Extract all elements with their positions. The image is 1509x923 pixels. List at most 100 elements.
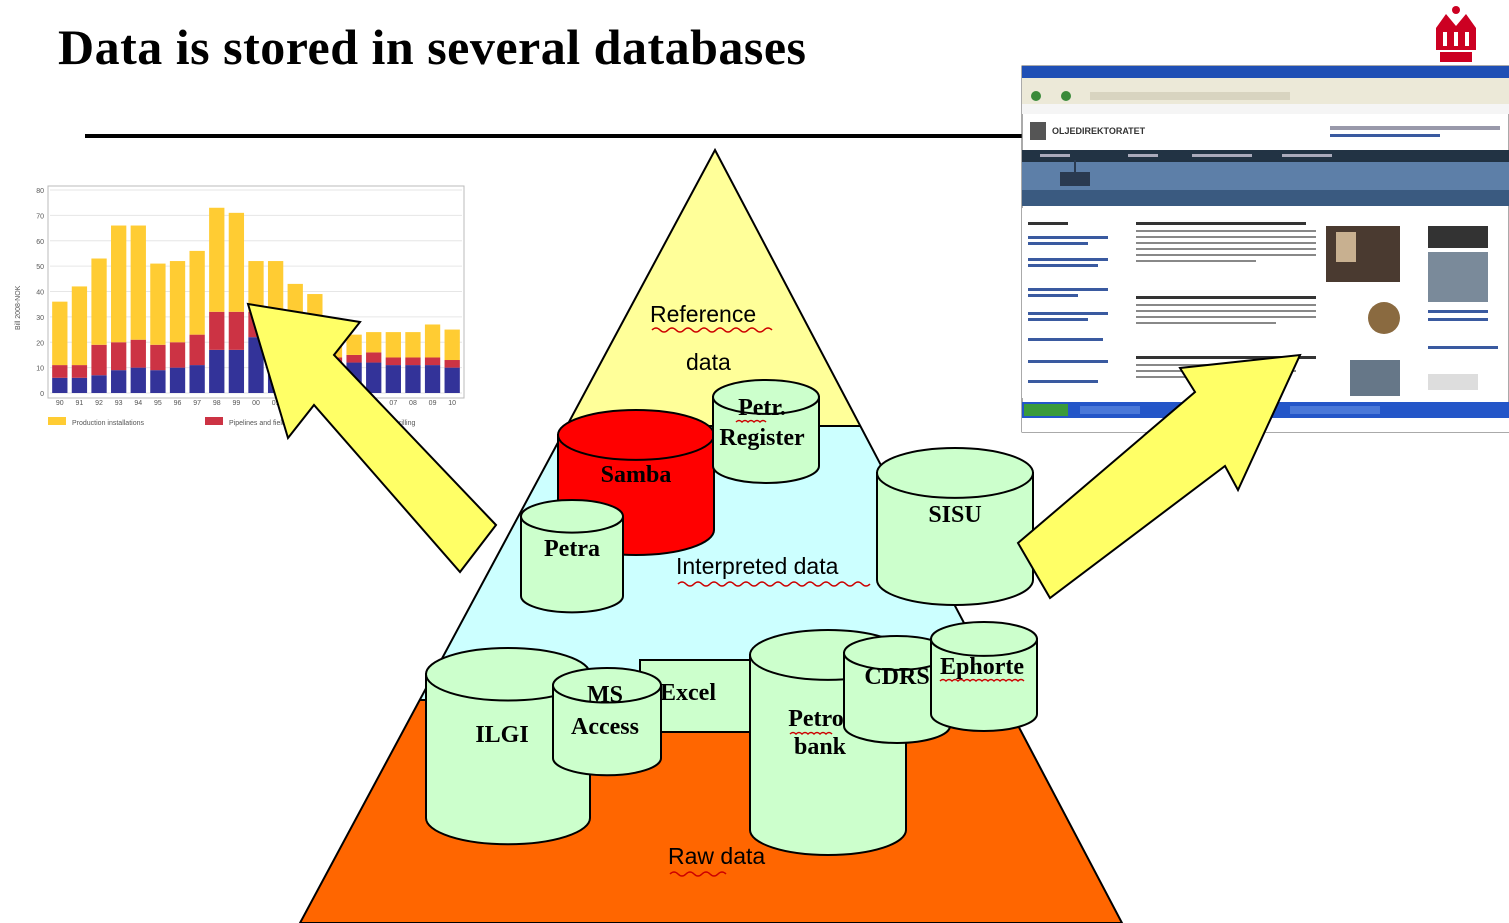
chart-bar [169,342,186,368]
chart-bar [91,375,107,393]
chart-bar [405,332,421,358]
chart-legend-swatch [48,417,66,425]
petr-register-label: Register [719,425,805,451]
chart-bar [189,250,205,335]
chart-bar [209,349,225,393]
chart-xtick-label: 07 [389,400,397,407]
chart-xtick-label: 10 [448,400,456,407]
chart-xtick-label: 92 [95,400,103,407]
chart-bar [130,339,146,368]
raw-label: Raw data [668,843,765,869]
chart-bar [444,360,460,368]
petrobank-label: bank [794,734,847,760]
ephorte-label: Ephorte [940,654,1024,680]
chart-bar [52,301,68,366]
chart-xtick-label: 01 [272,400,280,407]
chart-ytick-label: 30 [36,315,44,322]
chart-bar [366,332,382,353]
cdrs-label: CDRS [864,664,929,690]
chart-xtick-label: 08 [409,400,417,407]
cdrs-database: CDRS [843,635,951,744]
chart-ytick-label: 20 [36,340,44,347]
chart-legend-label: Drilling [394,420,416,427]
chart-bar [424,324,441,358]
chart-xtick-label: 94 [134,400,142,407]
petrobank-label: Petro- [788,706,852,732]
crown-logo-icon [1436,6,1476,62]
samba-label: Samba [601,462,672,488]
chart-bar [150,344,166,371]
chart-bar [130,225,146,340]
petra-database: Petra [520,499,624,614]
chart-xtick-label: 99 [232,400,240,407]
ilgi-label: ILGI [475,722,528,748]
chart-bar [91,344,107,376]
chart-bar [405,365,421,393]
chart-bar [71,365,88,378]
chart-bar [52,365,68,378]
chart-bar [385,365,401,393]
chart-bar [385,332,401,358]
chart-bar [424,365,441,393]
chart-ytick-label: 70 [36,213,44,220]
chart-bar [91,258,107,345]
interpreted-label: Interpreted data [676,553,839,579]
ms-access-label: MS [587,682,623,708]
chart-bar [150,263,166,345]
chart-xtick-label: 98 [213,400,221,407]
ms-access-database: MS Access [552,667,662,777]
petr-register-label: Petr. [738,395,786,421]
ephorte-database: Ephorte [930,621,1038,732]
chart-bar [111,370,127,393]
ilgi-database: ILGI [425,647,591,846]
chart-ylabel: Bill 2008-NOK [15,285,22,330]
chart-bar [248,261,264,312]
chart-bar [346,354,362,363]
chart-xtick-label: 91 [76,400,84,407]
sisu-label: SISU [928,502,981,528]
chart-bar [228,349,245,393]
chart-bar [189,334,205,366]
chart-xtick-label: 96 [174,400,182,407]
chart-bar [444,367,460,393]
chart-bar [366,362,382,393]
chart-bar [169,261,186,343]
website-brand: OLJEDIREKTORATET [1052,126,1146,136]
chart-bar [209,311,225,350]
reference-label-2: data [686,349,731,375]
sisu-database: SISU [876,447,1034,606]
chart-xtick-label: 95 [154,400,162,407]
petr-register-database: Petr. Register [712,379,820,484]
chart-bar [444,329,460,361]
chart-xtick-label: 97 [193,400,201,407]
chart-bar [228,212,245,312]
chart-bar [385,357,401,366]
chart-bar [424,357,441,366]
chart-ytick-label: 50 [36,264,44,271]
right-arrow [1016,353,1302,600]
chart-bar [267,261,284,315]
chart-bar [248,337,264,393]
chart-legend-swatch [205,417,223,425]
chart-ytick-label: 40 [36,290,44,297]
svg-text:Excel: Excel [660,680,716,706]
chart-legend-label: Pipelines and fields [229,420,290,427]
chart-bar [71,377,88,393]
chart-bar [228,311,245,350]
chart-bar [111,225,127,343]
title-divider [85,134,1025,138]
chart-ytick-label: 60 [36,239,44,246]
chart-xtick-label: 00 [252,400,260,407]
chart-xtick-label: 93 [115,400,123,407]
left-arrow [246,302,498,574]
chart-bar [209,207,225,312]
reference-label: Reference [650,301,756,327]
chart-bar [346,334,362,355]
ms-access-label: Access [571,714,639,740]
chart-bar [111,342,127,371]
chart-bar [71,286,88,366]
chart-bar [150,370,166,393]
chart-ytick-label: 10 [36,366,44,373]
